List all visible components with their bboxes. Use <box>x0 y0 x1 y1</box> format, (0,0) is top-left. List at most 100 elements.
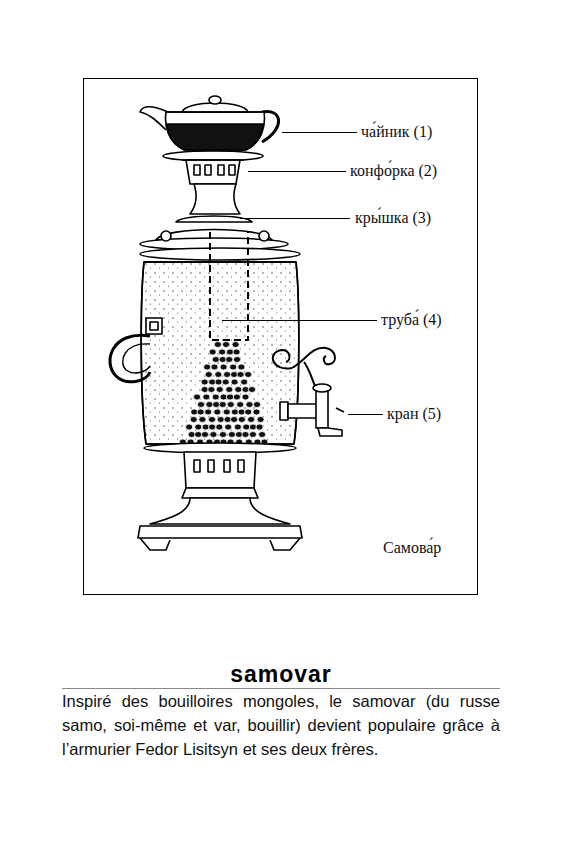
lid <box>140 184 300 260</box>
coal <box>188 432 195 438</box>
coal <box>230 417 237 423</box>
coal <box>211 364 218 370</box>
coal <box>190 417 197 423</box>
coal <box>195 432 202 438</box>
coal <box>214 342 221 348</box>
coal <box>197 409 204 415</box>
coal <box>231 379 238 385</box>
coal <box>222 379 229 385</box>
coal <box>242 394 249 400</box>
coal <box>242 432 249 438</box>
part-label: кран (5) <box>387 405 441 423</box>
coal <box>228 432 235 438</box>
coal <box>212 357 219 363</box>
part-label: конфо́рка (2) <box>350 162 437 180</box>
leader-line <box>348 414 383 415</box>
leader-line <box>222 320 377 321</box>
coal <box>216 387 223 393</box>
entry-title: samovar <box>0 660 562 688</box>
coal <box>204 364 211 370</box>
left-handle <box>110 318 162 382</box>
coal <box>223 409 230 415</box>
coal <box>233 357 240 363</box>
coal <box>246 402 253 408</box>
coal <box>219 432 226 438</box>
coal <box>212 394 219 400</box>
part-label: ча́йник (1) <box>361 123 432 141</box>
coal <box>235 387 242 393</box>
coal <box>237 372 244 378</box>
coal <box>193 394 200 400</box>
coal <box>209 349 216 355</box>
coal <box>197 402 204 408</box>
coal <box>258 432 265 438</box>
coal <box>238 417 245 423</box>
coal <box>233 394 240 400</box>
coal <box>248 417 255 423</box>
coal <box>201 387 208 393</box>
coal <box>226 387 233 393</box>
coal <box>217 417 224 423</box>
leader-line <box>248 171 346 172</box>
part-label: труба́ (4) <box>381 311 442 329</box>
coal <box>213 402 220 408</box>
coal <box>220 364 227 370</box>
coal <box>199 417 206 423</box>
coal <box>203 394 210 400</box>
coal <box>216 424 223 430</box>
frame <box>84 79 478 595</box>
body <box>141 232 299 445</box>
coal <box>241 379 248 385</box>
right-handle <box>273 348 335 388</box>
coal <box>226 357 233 363</box>
coal <box>206 402 213 408</box>
coal <box>227 402 234 408</box>
coal <box>205 372 212 378</box>
coal <box>215 379 222 385</box>
coal <box>195 424 202 430</box>
coal <box>245 372 252 378</box>
coal <box>233 349 240 355</box>
coal <box>226 394 233 400</box>
coal <box>214 409 221 415</box>
coal <box>186 424 193 430</box>
coal <box>222 342 229 348</box>
coal <box>257 417 264 423</box>
teapot <box>140 96 279 150</box>
coal <box>210 432 217 438</box>
coal <box>249 432 256 438</box>
coal <box>238 364 245 370</box>
coal <box>253 402 260 408</box>
coal <box>234 424 241 430</box>
coal <box>253 409 260 415</box>
coal <box>248 387 255 393</box>
coal <box>208 417 215 423</box>
coal <box>232 342 239 348</box>
coal <box>230 364 237 370</box>
part-label: кры́шка (3) <box>355 209 431 227</box>
coal-pile <box>179 342 268 446</box>
coal <box>223 372 230 378</box>
title-rule <box>62 688 500 689</box>
leader-line <box>282 132 357 133</box>
coal <box>201 379 208 385</box>
coal <box>243 424 250 430</box>
coal <box>249 424 256 430</box>
coal <box>256 424 263 430</box>
coal <box>215 372 222 378</box>
figure-caption: Самова́р <box>383 539 441 557</box>
base <box>138 443 302 550</box>
coal <box>208 387 215 393</box>
coal <box>238 409 245 415</box>
coal <box>209 424 216 430</box>
tube <box>210 232 248 340</box>
coal <box>201 432 208 438</box>
coal <box>219 402 226 408</box>
coal <box>218 349 225 355</box>
coal <box>231 409 238 415</box>
leader-line <box>240 218 350 219</box>
entry-text: Inspiré des bouilloires mongoles, le sam… <box>62 689 500 761</box>
konforka <box>163 151 263 184</box>
coal <box>245 409 252 415</box>
coal <box>225 424 232 430</box>
